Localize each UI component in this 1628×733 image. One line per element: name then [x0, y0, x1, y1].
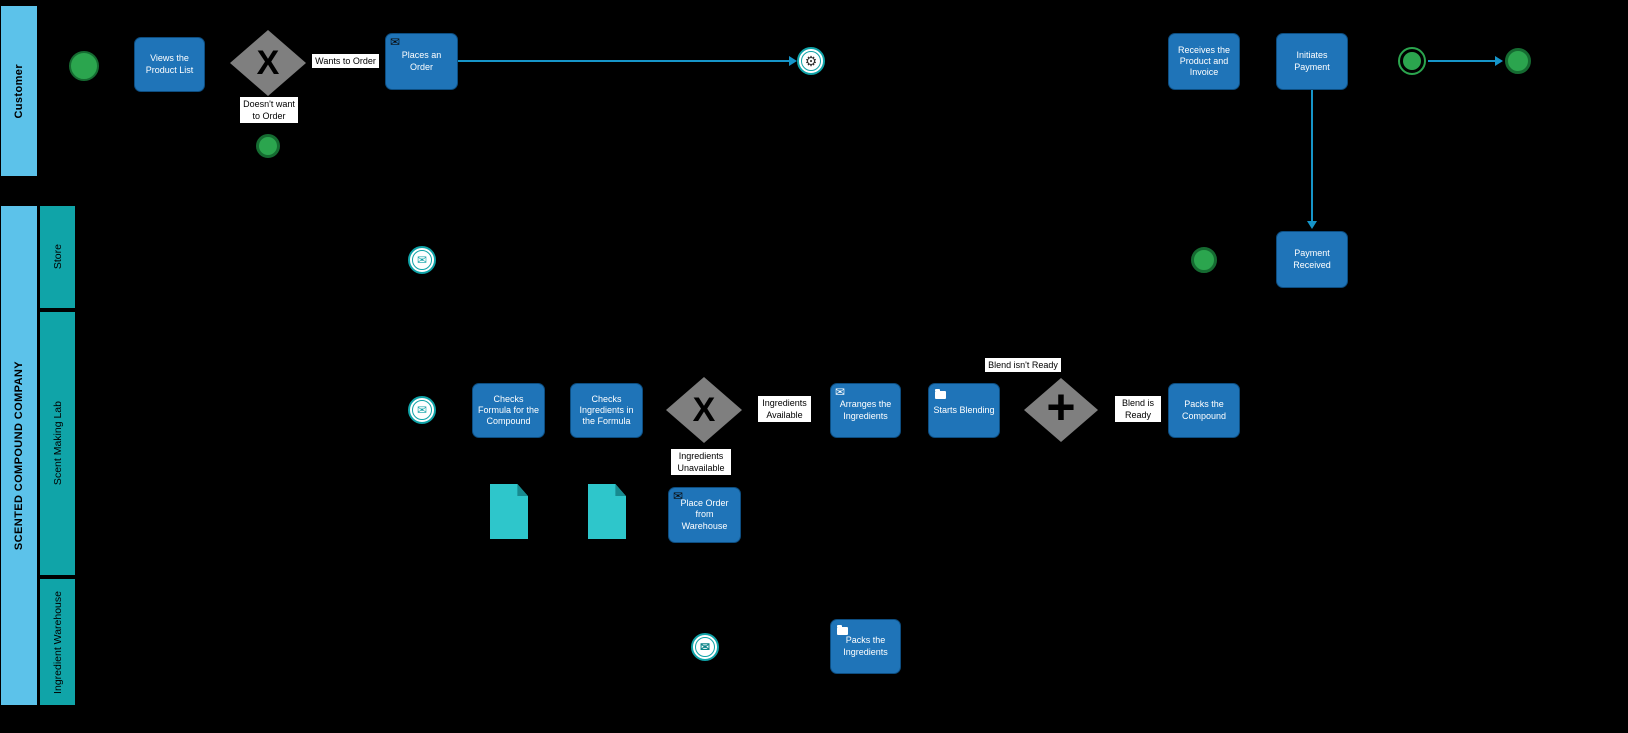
flow-label-ingredients-unavailable: Ingredients Unavailable	[671, 449, 731, 476]
flow-places-order-to-gear-event	[458, 60, 790, 62]
task-packs-the-ingredients[interactable]: Packs the Ingredients	[830, 619, 901, 674]
gear-intermediate-event[interactable]: ⚙	[797, 47, 825, 75]
lane-label-scent-making-lab[interactable]: Scent Making Lab	[39, 311, 76, 576]
flow-label-wants-to-order: Wants to Order	[312, 54, 379, 69]
lane-title-scent-making-lab: Scent Making Lab	[51, 401, 64, 486]
task-label: Starts Blending	[933, 404, 995, 415]
gateway-order-decision[interactable]: X	[230, 30, 306, 96]
task-arranges-ingredients[interactable]: ✉ Arranges the Ingredients	[830, 383, 901, 438]
document-fold	[517, 484, 528, 497]
intermediate-event-payment[interactable]	[1398, 47, 1426, 75]
pool-label-customer[interactable]: Customer	[0, 5, 38, 177]
task-label: Views the Product List	[145, 53, 194, 75]
task-payment-received[interactable]: Payment Received	[1276, 231, 1348, 288]
pool-label-company[interactable]: SCENTED COMPOUND COMPANY	[0, 205, 38, 706]
task-starts-blending[interactable]: Starts Blending	[928, 383, 1000, 438]
task-label: Initiates Payment	[1294, 50, 1330, 72]
gateway-blend-ready[interactable]: +	[1024, 378, 1098, 442]
task-receives-product-and-invoice[interactable]: Receives the Product and Invoice	[1168, 33, 1240, 90]
message-event-lab[interactable]: ✉	[408, 396, 436, 424]
message-icon: ✉	[673, 489, 684, 503]
flow-label-blend-isnt-ready: Blend isn't Ready	[985, 358, 1061, 373]
task-label: Checks Ingredients in the Formula	[579, 393, 634, 427]
event-inner-ring: ✉	[412, 400, 432, 420]
message-icon: ✉	[416, 253, 428, 267]
message-icon: ✉	[835, 385, 846, 399]
document-shape-2[interactable]	[588, 484, 626, 539]
start-event[interactable]	[69, 51, 99, 81]
document-fold	[615, 484, 626, 497]
end-event-store[interactable]	[1191, 247, 1217, 273]
task-views-product-list[interactable]: Views the Product List	[134, 37, 205, 92]
folder-icon	[935, 389, 946, 399]
lane-title-store: Store	[51, 244, 64, 270]
message-icon: ✉	[699, 640, 711, 654]
end-event-customer[interactable]	[1505, 48, 1531, 74]
event-inner-ring: ⚙	[801, 51, 821, 71]
flow-label-ingredients-available: Ingredients Available	[758, 396, 811, 423]
arrowhead	[1307, 221, 1317, 229]
end-event-no-order[interactable]	[256, 134, 280, 158]
task-label: Place Order from Warehouse	[680, 498, 729, 531]
task-checks-ingredients[interactable]: Checks Ingredients in the Formula	[570, 383, 643, 438]
exclusive-gateway-icon: X	[256, 43, 280, 82]
message-icon: ✉	[416, 403, 428, 417]
task-label: Payment Received	[1293, 248, 1331, 270]
task-label: Checks Formula for the Compound	[477, 393, 540, 427]
document-shape-1[interactable]	[490, 484, 528, 539]
event-inner-ring: ✉	[695, 637, 715, 657]
pool-title-company: SCENTED COMPOUND COMPANY	[13, 360, 25, 551]
folder-icon	[837, 625, 848, 635]
flow-initiates-payment-to-payment-received	[1311, 90, 1313, 222]
pool-title-customer: Customer	[13, 63, 25, 119]
flow-label-doesnt-want-to-order: Doesn't want to Order	[240, 97, 298, 124]
task-label: Receives the Product and Invoice	[1177, 44, 1231, 78]
lane-label-ingredient-warehouse[interactable]: Ingredient Warehouse	[39, 578, 76, 706]
gateway-ingredients-availability[interactable]: X	[666, 377, 742, 443]
task-label: Places an Order	[401, 50, 442, 72]
event-core	[1403, 52, 1421, 70]
flow-intermediate-to-end-event	[1428, 60, 1496, 62]
task-places-an-order[interactable]: ✉ Places an Order	[385, 33, 458, 90]
task-label: Arranges the Ingredients	[839, 399, 892, 421]
lane-label-store[interactable]: Store	[39, 205, 76, 309]
task-label: Packs the Ingredients	[843, 635, 888, 657]
parallel-gateway-icon: +	[1046, 379, 1076, 435]
message-event-store[interactable]: ✉	[408, 246, 436, 274]
task-label: Packs the Compound	[1181, 399, 1227, 421]
task-packs-the-compound[interactable]: Packs the Compound	[1168, 383, 1240, 438]
exclusive-gateway-icon: X	[692, 390, 716, 429]
lane-title-ingredient-warehouse: Ingredient Warehouse	[51, 590, 64, 694]
gear-icon: ⚙	[804, 53, 818, 69]
event-inner-ring: ✉	[412, 250, 432, 270]
message-icon: ✉	[390, 35, 401, 49]
arrowhead	[789, 56, 797, 66]
task-checks-formula[interactable]: Checks Formula for the Compound	[472, 383, 545, 438]
arrowhead	[1495, 56, 1503, 66]
message-event-warehouse[interactable]: ✉	[691, 633, 719, 661]
flow-label-blend-is-ready: Blend is Ready	[1115, 396, 1161, 423]
task-initiates-payment[interactable]: Initiates Payment	[1276, 33, 1348, 90]
task-place-order-from-warehouse[interactable]: ✉ Place Order from Warehouse	[668, 487, 741, 543]
